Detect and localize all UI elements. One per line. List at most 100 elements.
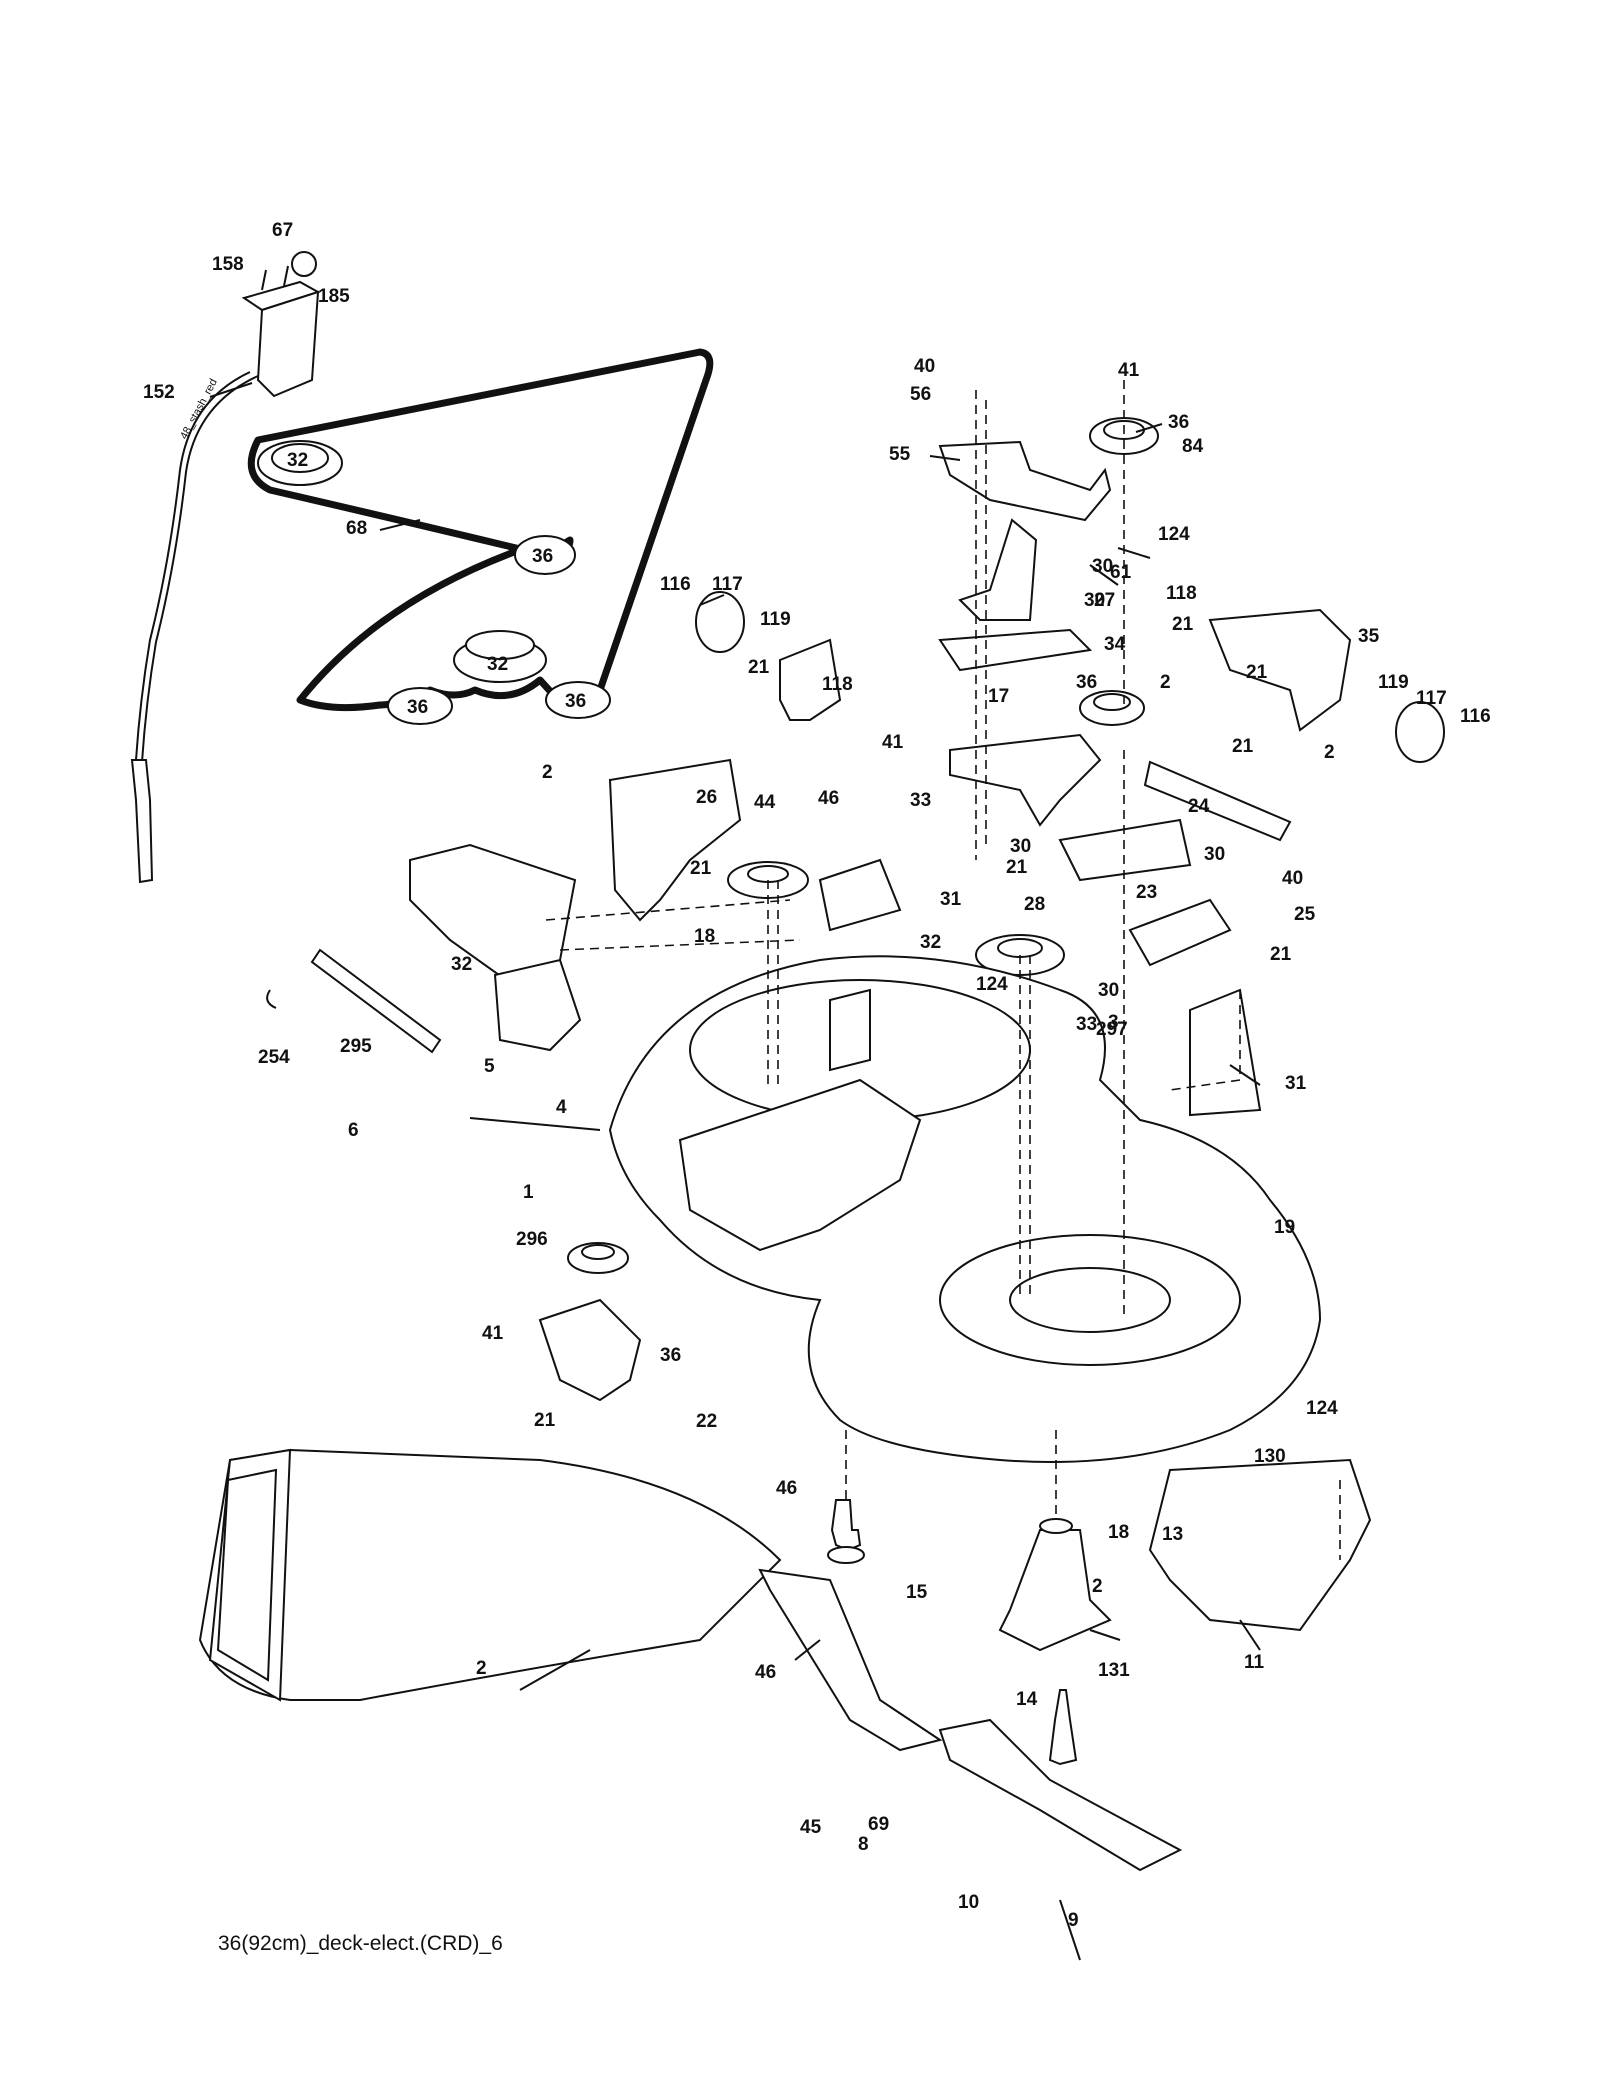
part-number-label: 21 bbox=[1246, 662, 1268, 683]
belt-pulley-1: 32 bbox=[257, 440, 343, 486]
part-number-label: 46 bbox=[755, 1662, 776, 1683]
part-number-label: 67 bbox=[272, 220, 293, 241]
part-number-label: 119 bbox=[1378, 672, 1409, 693]
blade-16 bbox=[938, 1718, 1183, 1872]
part-number-label: 35 bbox=[1358, 626, 1380, 647]
part-number-label: 34 bbox=[1104, 634, 1126, 655]
part-number-label: 131 bbox=[1098, 1660, 1130, 1681]
part-number-label: 17 bbox=[988, 686, 1009, 707]
bracket-22 bbox=[538, 1298, 642, 1402]
bracket-4 bbox=[493, 958, 582, 1052]
spindle-69 bbox=[1048, 1689, 1078, 1766]
belt-pulley-label: 36 bbox=[407, 697, 428, 718]
deck-right-chamber bbox=[939, 1234, 1241, 1366]
belt-pulley-2: 36 bbox=[514, 535, 576, 575]
part-number-label: 2 bbox=[542, 762, 553, 783]
chute-body bbox=[198, 1448, 782, 1701]
belt-pulley-3: 32 bbox=[453, 630, 547, 683]
wheel-117-right bbox=[1395, 701, 1445, 763]
part-number-label: 118 bbox=[822, 674, 853, 695]
part-number-label: 15 bbox=[906, 1582, 928, 1603]
knob bbox=[291, 251, 317, 277]
deck-shell bbox=[608, 955, 1322, 1463]
part-number-label: 18 bbox=[694, 926, 715, 947]
part-number-label: 2 bbox=[1092, 1576, 1103, 1597]
part-number-label: 254 bbox=[258, 1047, 290, 1068]
part-number-label: 31 bbox=[1285, 1073, 1307, 1094]
part-number-label: 297 bbox=[1096, 1019, 1128, 1040]
leader-lines bbox=[209, 382, 1261, 1961]
belt-inner bbox=[261, 358, 704, 685]
part-number-label: 30 bbox=[1010, 836, 1031, 857]
part-number-label: 40 bbox=[914, 356, 935, 377]
part-number-label: 30 bbox=[1092, 556, 1113, 577]
part-number-label: 2 bbox=[476, 1658, 487, 1679]
part-number-label: 3 bbox=[1108, 1012, 1119, 1033]
belt-pulley-5: 36 bbox=[545, 681, 611, 719]
bracket-34 bbox=[779, 638, 842, 721]
spindle-housing-14 bbox=[998, 1529, 1112, 1652]
control-cable-outer bbox=[141, 375, 259, 763]
mower-deck bbox=[608, 955, 1322, 1463]
part-number-label: 21 bbox=[534, 1410, 556, 1431]
part-number-label: 28 bbox=[1024, 894, 1045, 915]
part-number-label: 124 bbox=[976, 974, 1008, 995]
part-number-label: 33 bbox=[910, 790, 931, 811]
bracket-24 bbox=[949, 733, 1102, 827]
part-number-label: 32 bbox=[920, 932, 941, 953]
part-number-label: 41 bbox=[882, 732, 904, 753]
bearing-15 bbox=[1039, 1518, 1073, 1534]
part-number-label: 21 bbox=[1232, 736, 1254, 757]
bracket-body bbox=[256, 290, 320, 398]
part-number-label: 6 bbox=[348, 1120, 359, 1141]
deck-baffle bbox=[678, 1078, 922, 1252]
part-number-label: 19 bbox=[1274, 1217, 1295, 1238]
bracket-28 bbox=[818, 858, 902, 932]
plate-23 bbox=[1058, 818, 1192, 882]
part-number-label: 22 bbox=[696, 1411, 717, 1432]
part-number-label: 40 bbox=[1282, 868, 1303, 889]
part-number-label: 41 bbox=[1118, 360, 1140, 381]
part-number-label: 21 bbox=[1270, 944, 1292, 965]
part-number-label: 33 bbox=[1076, 1014, 1097, 1035]
part-number-label: 21 bbox=[1006, 857, 1028, 878]
bracket-25 bbox=[1128, 898, 1232, 967]
part-number-label: 2 bbox=[1324, 742, 1335, 763]
part-number-label: 4 bbox=[556, 1097, 567, 1118]
part-number-label: 8 bbox=[858, 1834, 869, 1855]
part-number-label: 56 bbox=[910, 384, 931, 405]
control-cable bbox=[135, 371, 251, 761]
part-number-label: 116 bbox=[660, 574, 691, 595]
part-number-label: 117 bbox=[1416, 688, 1447, 709]
part-number-label: 36 bbox=[1168, 412, 1189, 433]
part-number-label: 61 bbox=[1110, 562, 1132, 583]
part-number-label: 124 bbox=[1158, 524, 1190, 545]
part-number-label: 26 bbox=[696, 787, 717, 808]
part-number-label: 21 bbox=[690, 858, 712, 879]
part-number-label: 25 bbox=[1294, 904, 1316, 925]
plate-27 bbox=[938, 628, 1093, 672]
wheel-117-left bbox=[695, 591, 745, 653]
belt-pulley-label: 36 bbox=[565, 691, 586, 712]
lift-bracket-assembly: 48_stash_red bbox=[130, 251, 321, 884]
bracket-35 bbox=[1208, 608, 1352, 732]
part-number-label: 30 bbox=[1204, 844, 1225, 865]
part-number-label: 30 bbox=[1084, 590, 1105, 611]
part-number-label: 55 bbox=[889, 444, 911, 465]
part-number-label: 21 bbox=[748, 657, 770, 678]
bracket-pins bbox=[261, 265, 289, 291]
part-number-label: 14 bbox=[1016, 1689, 1038, 1710]
part-number-label: 27 bbox=[1094, 590, 1115, 611]
pin-5 bbox=[266, 989, 277, 1009]
belt-pulley-label: 32 bbox=[487, 654, 508, 675]
blade-11 bbox=[758, 1568, 943, 1752]
part-number-label: 9 bbox=[1068, 1910, 1079, 1931]
blade-assembly bbox=[758, 1458, 1372, 1872]
part-number-label: 41 bbox=[482, 1323, 504, 1344]
belt-path bbox=[247, 348, 714, 712]
cable-end bbox=[130, 759, 154, 884]
discharge-chute bbox=[198, 1448, 782, 1702]
part-number-label: 11 bbox=[1244, 1652, 1265, 1673]
